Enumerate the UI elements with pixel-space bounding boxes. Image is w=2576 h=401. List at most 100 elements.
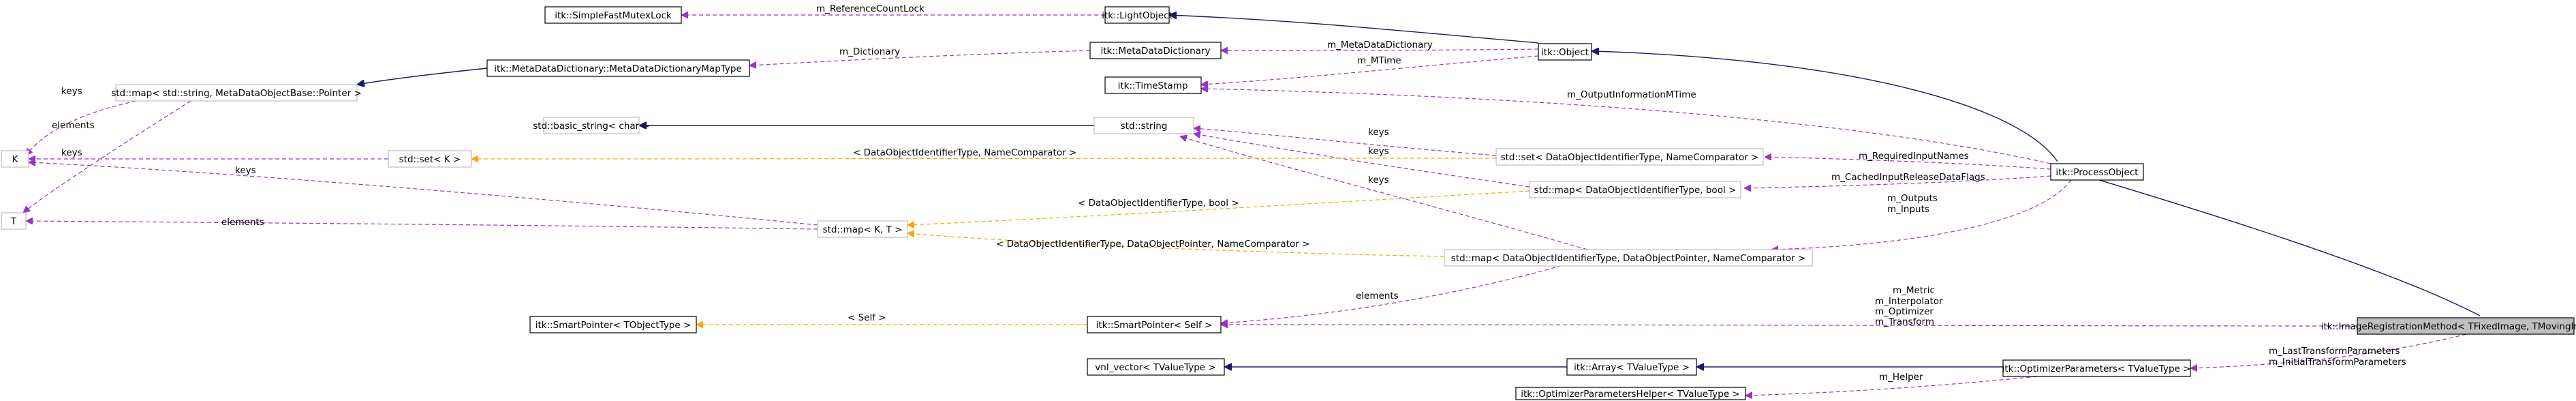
node-k[interactable]: K (1, 150, 29, 168)
node-light-object[interactable]: itk::LightObject (1102, 6, 1173, 24)
edge-label: m_RequiredInputNames (1859, 151, 1969, 162)
node-optimizer-parameters[interactable]: itk::OptimizerParameters< TValueType > (2002, 359, 2191, 377)
edge-label: m_Interpolator (1875, 296, 1943, 307)
edge-mapdoptr-stdstring (1180, 136, 1588, 250)
edge-object-to-lightobject (1169, 15, 1539, 44)
edge-mapkt-t (26, 221, 818, 230)
node-time-stamp[interactable]: itk::TimeStamp (1104, 76, 1202, 94)
node-metadata-dictionary-map-type[interactable]: itk::MetaDataDictionary::MetaDataDiction… (486, 59, 750, 77)
edge-label: keys (1368, 175, 1389, 185)
node-label: itk::MetaDataDictionary::MetaDataDiction… (494, 63, 742, 74)
nodes: itk::SimpleFastMutexLock itk::LightObjec… (1, 6, 2576, 400)
node-label: itk::SimpleFastMutexLock (555, 10, 672, 21)
node-smart-pointer-self[interactable]: itk::SmartPointer< Self > (1087, 316, 1222, 333)
node-std-map-k-t[interactable]: std::map< K, T > (817, 220, 908, 238)
node-label: itk::Object (1541, 47, 1589, 58)
edge-label: m_Dictionary (839, 46, 900, 57)
node-label: itk::SmartPointer< TObjectType > (536, 320, 692, 331)
node-label: itk::OptimizerParameters< TValueType > (2002, 363, 2191, 374)
node-std-map-dataobjectidentifier-pointer[interactable]: std::map< DataObjectIdentifierType, Data… (1444, 249, 1813, 267)
edge-setdoid-setk (471, 158, 1497, 159)
edge-label: elements (1356, 291, 1399, 301)
edge-setdoid-stdstring (1194, 128, 1497, 156)
node-label: itk::TimeStamp (1118, 80, 1188, 91)
edge-label: m_MetaDataDictionary (1327, 40, 1433, 50)
node-vnl-vector[interactable]: vnl_vector< TValueType > (1087, 358, 1225, 376)
edge-metadatadict-dictmaptype (749, 50, 1091, 65)
edge-label: < DataObjectIdentifierType, DataObjectPo… (996, 239, 1309, 250)
node-label: itk::Array< TValueType > (1574, 362, 1690, 373)
edge-processobject-mapdoptr (1771, 179, 2072, 250)
node-t[interactable]: T (1, 212, 27, 230)
edge-label: m_Optimizer (1875, 306, 1934, 317)
node-label: itk::OptimizerParametersHelper< TValueTy… (1521, 389, 1739, 400)
node-std-map-dataobjectidentifier-bool[interactable]: std::map< DataObjectIdentifierType, bool… (1529, 181, 1741, 198)
node-label: std::set< K > (399, 154, 461, 165)
edge-label: elements (221, 217, 264, 228)
edge-object-metadatadict (1221, 49, 1539, 50)
edge-label: m_Helper (1879, 372, 1923, 383)
edge-mapdoidbool-mapkt (907, 190, 1530, 225)
edge-label: keys (61, 86, 82, 97)
edge-dictmaptype-to-mapstring (357, 68, 488, 85)
node-label: std::string (1121, 121, 1168, 132)
edge-label: m_Inputs (1887, 204, 1929, 215)
edge-mapdoidbool-stdstring (1194, 134, 1530, 188)
node-std-set-dataobjectidentifier[interactable]: std::set< DataObjectIdentifierType, Name… (1495, 148, 1764, 166)
node-std-map-string-metadataobjectbase[interactable]: std::map< std::string, MetaDataObjectBas… (111, 84, 362, 102)
edge-label: m_MTime (1357, 55, 1401, 66)
edge-processobject-timestamp (1201, 89, 2051, 164)
edge-optparams-helper (1745, 376, 2038, 396)
edge-label: m_InitialTransformParameters (2269, 357, 2406, 368)
node-simple-fast-mutex-lock[interactable]: itk::SimpleFastMutexLock (544, 6, 682, 24)
edge-label: m_Metric (1893, 285, 1935, 296)
edge-label: keys (1368, 146, 1389, 157)
edge-object-timestamp (1201, 55, 1539, 85)
edge-label: m_LastTransformParameters (2269, 346, 2400, 357)
node-label: itk::MetaDataDictionary (1101, 46, 1211, 57)
node-itk-array[interactable]: itk::Array< TValueType > (1566, 358, 1697, 376)
node-smart-pointer-tobjecttype[interactable]: itk::SmartPointer< TObjectType > (529, 316, 697, 333)
node-label: std::set< DataObjectIdentifierType, Name… (1501, 152, 1759, 163)
node-label: K (12, 154, 19, 165)
edge-mapdoptr-smartptrself (1221, 253, 1602, 323)
node-label: T (10, 216, 17, 227)
node-image-registration-method[interactable]: itk::ImageRegistrationMethod< TFixedImag… (2321, 317, 2576, 335)
node-label: itk::ProcessObject (2055, 167, 2138, 178)
node-label: std::map< std::string, MetaDataObjectBas… (111, 88, 362, 99)
node-std-string[interactable]: std::string (1093, 117, 1194, 134)
node-object[interactable]: itk::Object (1538, 43, 1592, 61)
edge-label: m_ReferenceCountLock (816, 3, 925, 14)
node-label: itk::ImageRegistrationMethod< TFixedImag… (2321, 321, 2576, 332)
edge-imagereg-optparams (2190, 333, 2467, 368)
edge-processobject-mapdoidbool (1744, 175, 2051, 188)
edge-processobject-to-object (1592, 51, 2058, 162)
edge-mapstring-k (26, 100, 137, 155)
node-label: std::map< DataObjectIdentifierType, Data… (1451, 253, 1805, 264)
edge-mapdoptr-mapkt (907, 233, 1445, 257)
node-metadata-dictionary[interactable]: itk::MetaDataDictionary (1089, 42, 1222, 59)
edge-label: < Self > (848, 312, 886, 323)
edge-label: keys (61, 147, 82, 158)
edge-label: m_Transform (1875, 316, 1934, 327)
edge-label: < DataObjectIdentifierType, bool > (1078, 198, 1239, 209)
node-optimizer-parameters-helper[interactable]: itk::OptimizerParametersHelper< TValueTy… (1515, 387, 1746, 400)
node-label: std::map< DataObjectIdentifierType, bool… (1534, 185, 1737, 196)
node-label: std::basic_string< char > (533, 121, 650, 132)
edges (23, 15, 2481, 396)
node-label: itk::SmartPointer< Self > (1096, 320, 1213, 331)
node-process-object[interactable]: itk::ProcessObject (2050, 163, 2144, 181)
edge-processobject-setdoid (1765, 157, 2051, 170)
edge-label: keys (1368, 127, 1389, 138)
edge-mapkt-k (29, 162, 818, 226)
node-label: vnl_vector< TValueType > (1095, 362, 1215, 373)
edge-imagereg-smartptrself (1221, 325, 2358, 326)
edge-label: elements (52, 120, 95, 131)
node-std-basic-string-char[interactable]: std::basic_string< char > (533, 117, 650, 134)
edge-label: m_OutputInformationMTime (1567, 89, 1696, 100)
edge-labels: m_ReferenceCountLock m_MetaDataDictionar… (52, 3, 2406, 383)
edge-imagereg-to-processobject (2081, 175, 2481, 316)
node-std-set-k[interactable]: std::set< K > (388, 150, 472, 168)
node-label: std::map< K, T > (823, 224, 903, 235)
